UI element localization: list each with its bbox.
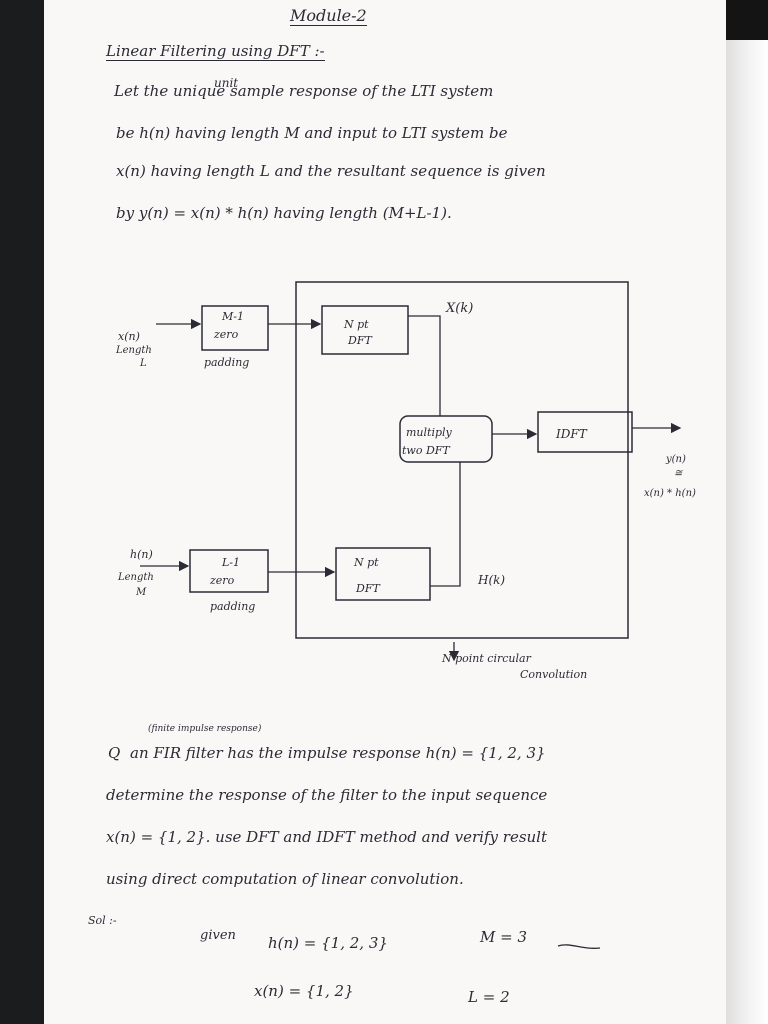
question-line-3: x(n) = {1, 2}. use DFT and IDFT method a… — [106, 828, 547, 846]
label-npt-dft-bot-1: N pt — [353, 556, 379, 569]
solution-label: Sol :- — [88, 914, 117, 927]
linear-filtering-block-diagram: x(n) Length L M-1 zero padding N pt DFT … — [115, 281, 696, 681]
page-title: Module-2 — [290, 6, 367, 26]
given-h-sequence: h(n) = {1, 2, 3} — [268, 934, 388, 952]
section-heading: Linear Filtering using DFT :- — [106, 42, 325, 61]
label-h-length-value: M — [135, 587, 147, 598]
fir-annotation: (finite impulse response) — [148, 724, 262, 734]
given-label: given — [200, 928, 236, 943]
label-zero-pad-bot-1: L-1 — [221, 556, 240, 569]
page-edge-shadow — [720, 0, 768, 1024]
label-padding-bottom: padding — [210, 600, 255, 613]
notebook-page: Module-2 Linear Filtering using DFT :- u… — [44, 0, 726, 1024]
zero-pad-box-bottom — [189, 549, 269, 593]
label-idft: IDFT — [555, 427, 588, 441]
label-x-input: x(n) — [118, 330, 140, 343]
label-circular-1: N point circular — [441, 652, 532, 665]
label-h-input: h(n) — [130, 548, 153, 561]
line-Xk-to-multiply — [408, 315, 441, 416]
label-x-length-value: L — [139, 358, 147, 369]
label-multiply-2: two DFT — [402, 444, 451, 457]
question-mark: Q — [108, 744, 121, 762]
line-Hk-to-multiply — [430, 462, 461, 587]
label-padding-top: padding — [204, 356, 249, 369]
given-L-value: L = 2 — [468, 988, 510, 1006]
label-circular-2: Convolution — [520, 668, 587, 681]
label-y-conv: x(n) * h(n) — [644, 488, 696, 499]
multiply-box — [399, 415, 493, 463]
zero-pad-box-top — [201, 305, 269, 351]
label-npt-dft-bot-2: DFT — [355, 582, 381, 595]
dft-box-bottom — [335, 547, 431, 601]
intro-line-3: x(n) having length L and the resultant s… — [116, 162, 546, 180]
label-Hk: H(k) — [477, 573, 505, 587]
dft-box-top — [321, 305, 409, 355]
circular-convolution-box — [295, 281, 629, 639]
question-line-4: using direct computation of linear convo… — [106, 870, 464, 888]
label-npt-dft-top-1: N pt — [343, 318, 369, 331]
label-zero-pad-top-2: zero — [213, 328, 239, 341]
label-zero-pad-bot-2: zero — [209, 574, 235, 587]
given-x-sequence: x(n) = {1, 2} — [254, 982, 354, 1000]
question-line-2: determine the response of the filter to … — [106, 786, 548, 804]
label-multiply-1: multiply — [406, 426, 453, 439]
label-y-equiv: ≅ — [674, 468, 683, 479]
idft-box — [537, 411, 633, 453]
given-M-value: M = 3 — [480, 928, 528, 946]
question-line-1: an FIR filter has the impulse response h… — [130, 744, 546, 762]
intro-line-4: by y(n) = x(n) * h(n) having length (M+L… — [116, 204, 452, 222]
label-x-length: Length — [115, 345, 152, 356]
label-Xk: X(k) — [445, 301, 473, 316]
label-h-length: Length — [117, 572, 154, 583]
intro-line-1: Let the unique sample response of the LT… — [114, 82, 494, 100]
squiggle-mark — [557, 944, 601, 949]
correction-word: unit — [214, 76, 239, 90]
label-npt-dft-top-2: DFT — [347, 334, 373, 347]
label-zero-pad-top-1: M-1 — [221, 310, 244, 323]
intro-line-2: be h(n) having length M and input to LTI… — [116, 124, 508, 142]
background-corner — [720, 0, 768, 40]
label-y-output: y(n) — [665, 454, 686, 465]
